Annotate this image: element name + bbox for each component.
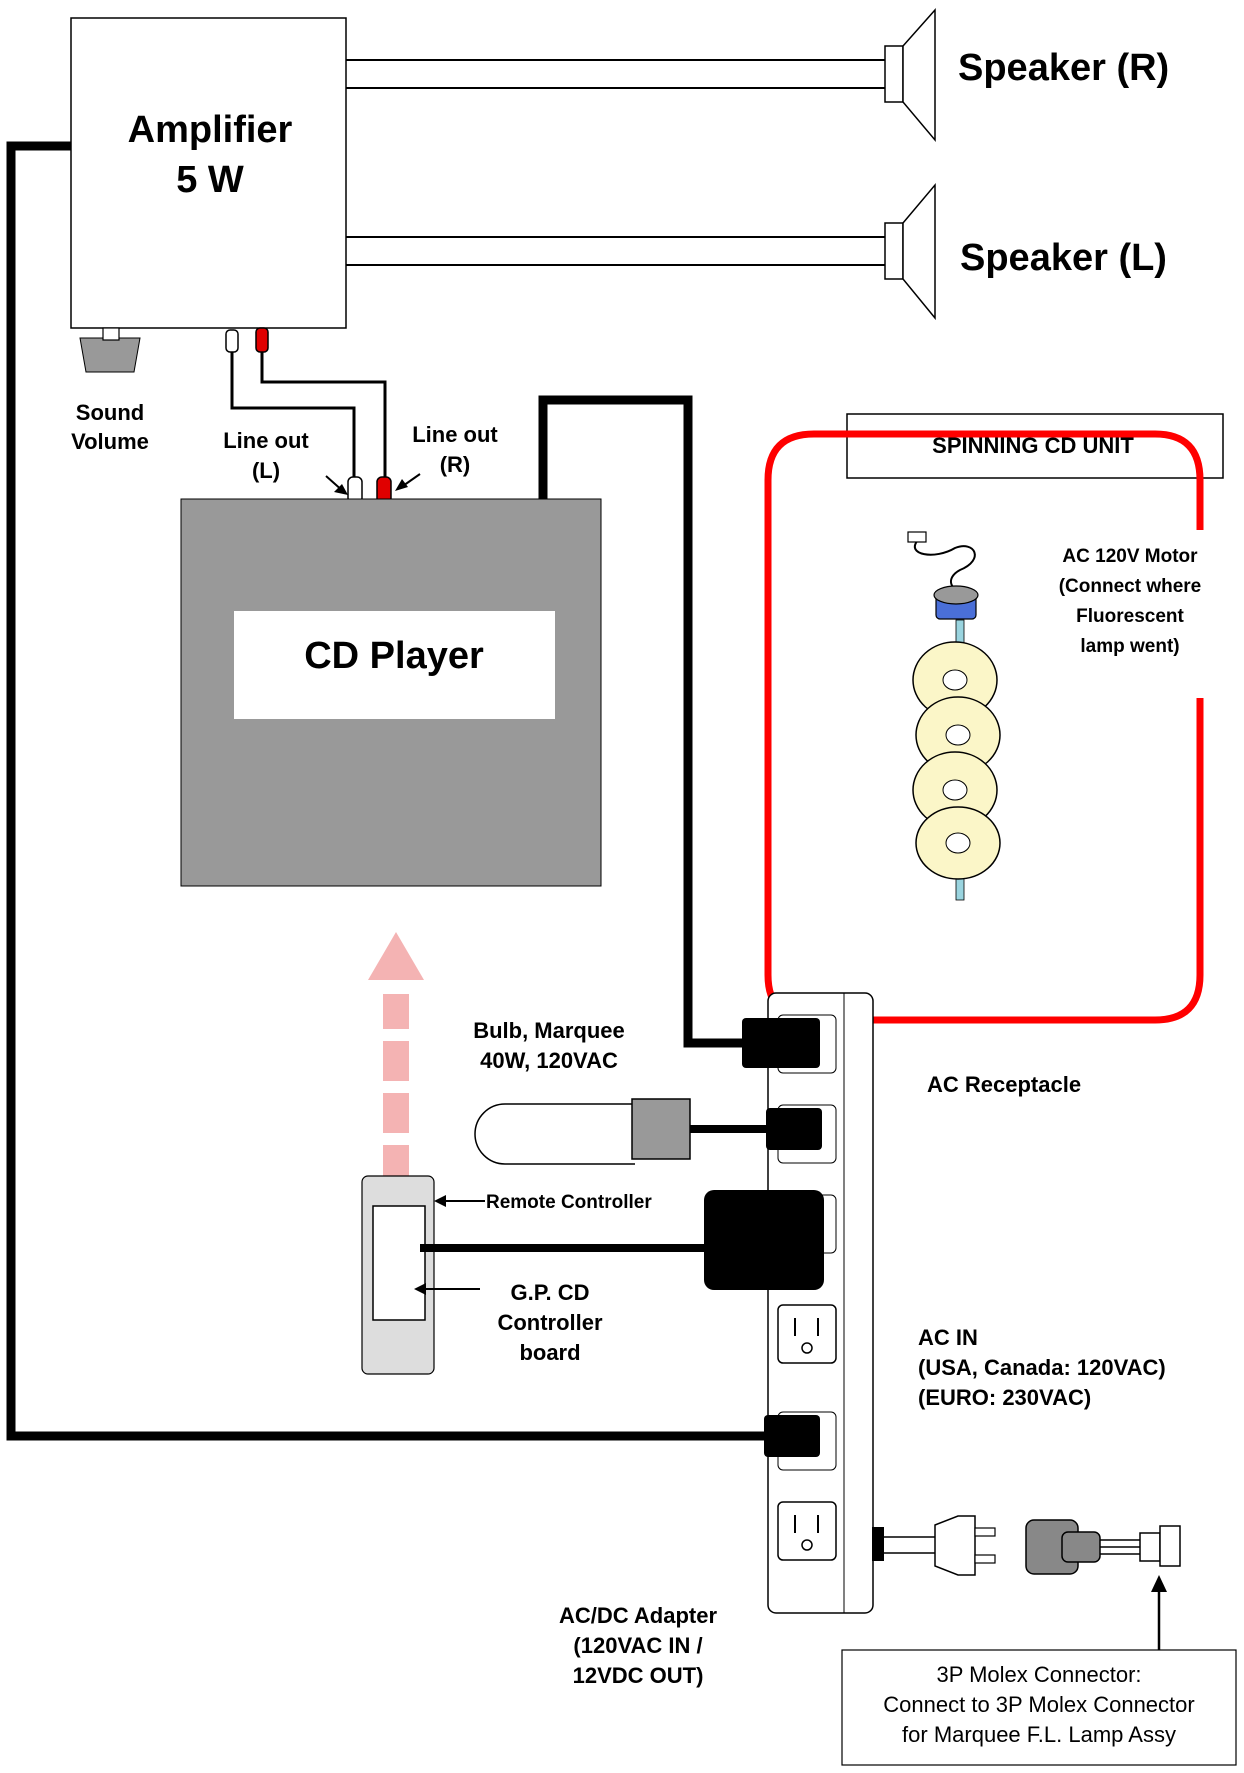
ac-plug-icon bbox=[934, 1515, 996, 1576]
amplifier: Amplifier 5 W bbox=[70, 17, 347, 329]
rca-connector-white-icon bbox=[225, 329, 239, 353]
line-out-right-label-2: (R) bbox=[440, 452, 471, 477]
arrow-icon bbox=[1151, 1575, 1167, 1650]
amplifier-power: 5 W bbox=[176, 159, 244, 201]
cd-player-label: CD Player bbox=[304, 635, 484, 677]
speaker-left-icon bbox=[884, 182, 936, 321]
arrow-icon bbox=[414, 1283, 480, 1295]
amplifier-power-cord bbox=[6, 141, 768, 1441]
cd-player: CD Player bbox=[180, 498, 602, 887]
ac-in-label-3: (EURO: 230VAC) bbox=[918, 1385, 1091, 1410]
bulb-label-1: Bulb, Marquee bbox=[473, 1018, 625, 1043]
ac-in-label-2: (USA, Canada: 120VAC) bbox=[918, 1355, 1166, 1380]
adapter-label-2: (120VAC IN / bbox=[573, 1633, 702, 1658]
ac-socket-adapter-icon bbox=[1025, 1519, 1101, 1575]
bulb-plug-icon bbox=[766, 1108, 822, 1150]
audio-cable-right bbox=[260, 352, 387, 478]
sound-volume-label-2: Volume bbox=[71, 429, 149, 454]
line-out-left-label-1: Line out bbox=[223, 428, 309, 453]
spinning-cd-unit-outline bbox=[764, 430, 1204, 1024]
rca-connector-red-icon bbox=[255, 327, 269, 353]
ac-receptacle-label: AC Receptacle bbox=[927, 1072, 1081, 1097]
molex-note-line-3: for Marquee F.L. Lamp Assy bbox=[902, 1722, 1176, 1747]
arrow-icon bbox=[325, 475, 348, 495]
volume-knob-icon bbox=[79, 327, 141, 373]
motor-label-1: AC 120V Motor bbox=[1062, 546, 1198, 567]
line-out-right-label-1: Line out bbox=[412, 422, 498, 447]
controller-board-label-1: G.P. CD bbox=[510, 1280, 589, 1305]
outlet-icon bbox=[777, 1304, 837, 1364]
outlet-icon bbox=[777, 1501, 837, 1561]
ac-in-label-1: AC IN bbox=[918, 1325, 978, 1350]
molex-connector-icon bbox=[1100, 1525, 1181, 1567]
molex-note-box bbox=[841, 1649, 1237, 1766]
adapter-label-1: AC/DC Adapter bbox=[559, 1603, 718, 1628]
arrow-icon bbox=[434, 1195, 485, 1207]
marquee-bulb-icon bbox=[474, 1098, 691, 1165]
controller-board-label-3: board bbox=[519, 1340, 580, 1365]
strip-cord-strain-relief bbox=[872, 1527, 884, 1561]
motor-label-4: lamp went) bbox=[1080, 636, 1179, 657]
ac-cord bbox=[884, 1536, 935, 1554]
molex-note-line-1: 3P Molex Connector: bbox=[936, 1662, 1141, 1687]
molex-note-line-2: Connect to 3P Molex Connector bbox=[883, 1692, 1194, 1717]
line-out-left-label-2: (L) bbox=[252, 458, 280, 483]
cd-player-power-cord bbox=[538, 395, 748, 1048]
amplifier-title: Amplifier bbox=[128, 109, 293, 151]
speaker-left-label: Speaker (L) bbox=[960, 237, 1167, 279]
motor-label-2: (Connect where bbox=[1059, 576, 1202, 597]
bulb-label-2: 40W, 120VAC bbox=[480, 1048, 618, 1073]
infrared-signal-arrow bbox=[368, 932, 424, 1180]
ac-dc-adapter-icon bbox=[704, 1190, 824, 1290]
remote-controller-icon bbox=[361, 1175, 435, 1375]
speaker-cable-left bbox=[346, 236, 885, 266]
spinning-cd-unit-box bbox=[846, 413, 1224, 479]
remote-controller-label: Remote Controller bbox=[486, 1192, 652, 1213]
speaker-cable-right bbox=[346, 59, 885, 89]
speaker-right-label: Speaker (R) bbox=[958, 47, 1169, 89]
cd-player-plug-icon bbox=[742, 1018, 820, 1068]
motor-label-3: Fluorescent bbox=[1076, 606, 1184, 627]
controller-board-label-2: Controller bbox=[497, 1310, 603, 1335]
adapter-label-3: 12VDC OUT) bbox=[573, 1663, 704, 1688]
amplifier-plug-icon bbox=[764, 1415, 820, 1457]
sound-volume-label-1: Sound bbox=[76, 400, 144, 425]
audio-cable-left bbox=[230, 352, 356, 478]
spinning-cd-stack-icon bbox=[907, 531, 1001, 901]
arrow-icon bbox=[395, 473, 421, 491]
speaker-right-icon bbox=[884, 8, 936, 143]
